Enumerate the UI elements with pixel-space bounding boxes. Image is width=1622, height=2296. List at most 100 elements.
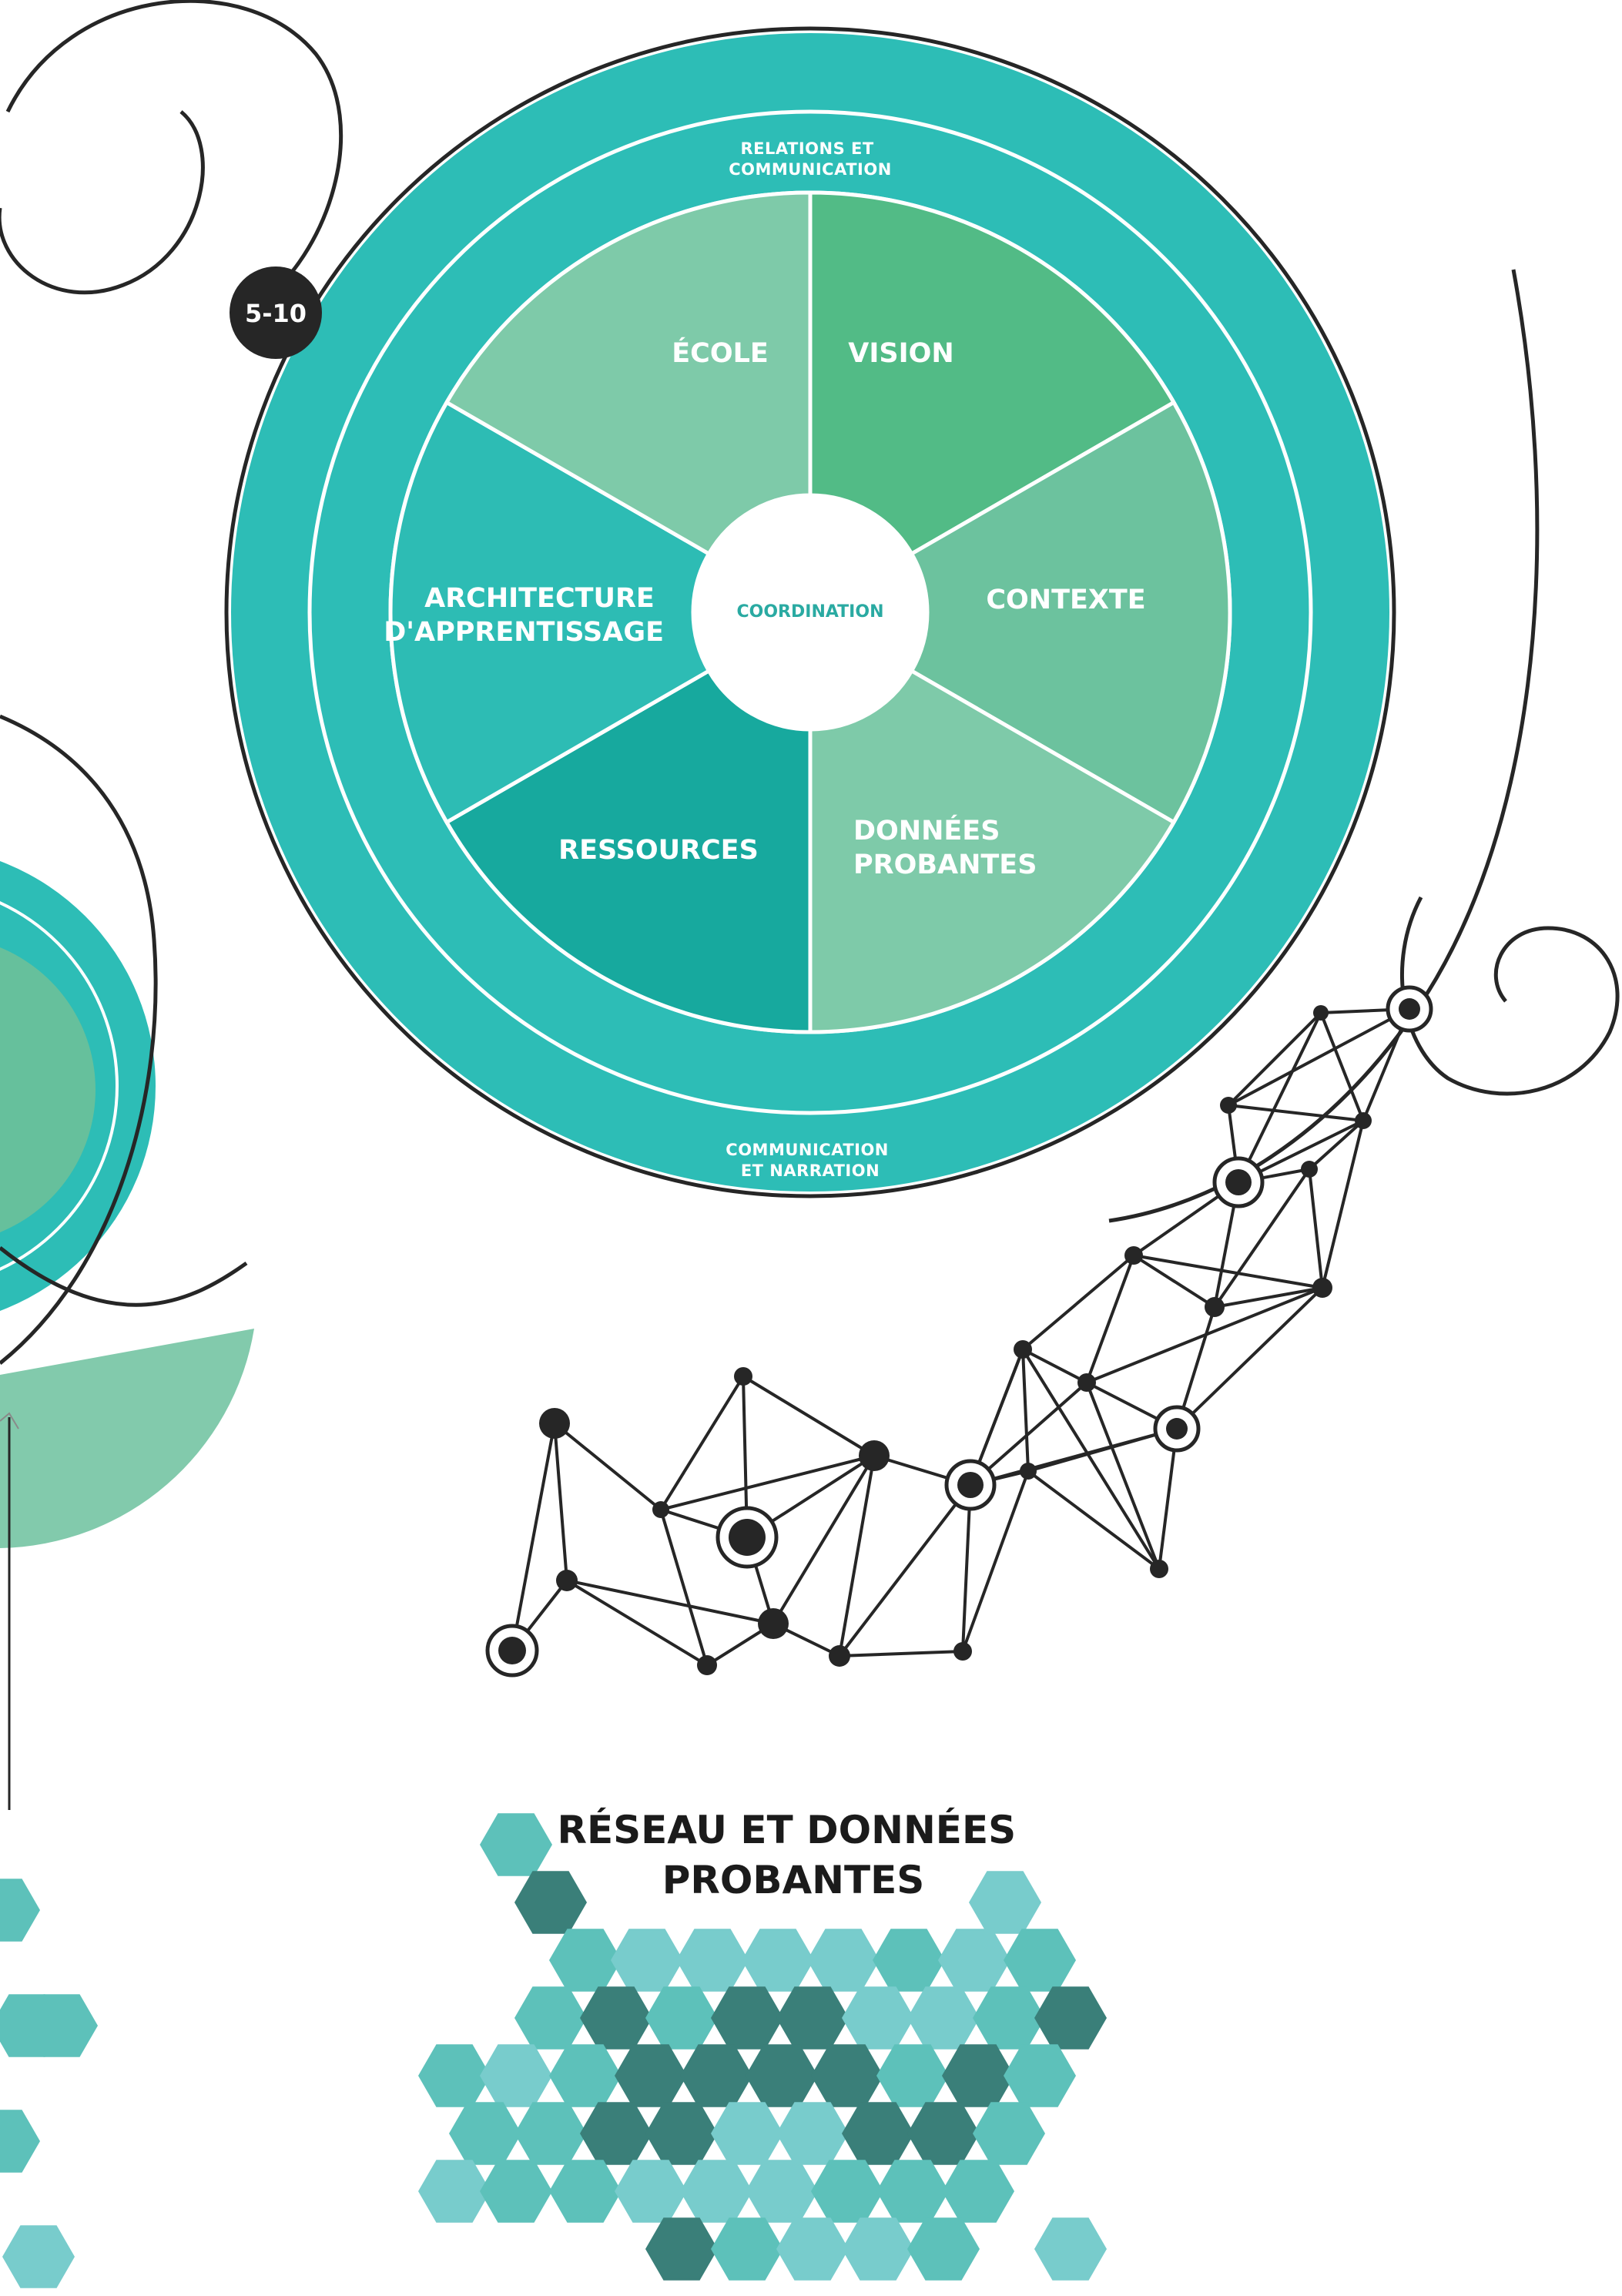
honeycomb-cell [973,2102,1045,2165]
badge-label: 5-10 [245,299,307,328]
honeycomb-cell [842,2102,914,2165]
honeycomb-cell [676,1929,749,1992]
honeycomb-cell [842,2217,914,2281]
network-node [734,1367,752,1386]
network-edge [553,1423,568,1581]
network-edge [511,1423,556,1651]
hub-label: COORDINATION [737,602,884,622]
honeycomb-cell [580,2102,652,2165]
network-edge [1227,1011,1322,1107]
network-edge [659,1509,709,1666]
outer-top-line-1: RELATIONS ET [740,139,873,158]
left-lower-swirl [0,1246,248,1307]
right-curl [1400,896,1620,1096]
network-node [1313,1005,1329,1021]
honeycomb-cell [969,1871,1041,1934]
honeycomb-cell [742,1929,814,1992]
honeycomb-cell [480,2044,552,2107]
network-edge [1133,1254,1323,1289]
segment-label-architecture: ARCHITECTURE D'APPRENTISSAGE [384,583,664,648]
network-node [729,1519,766,1556]
left-partial-wheel [0,714,254,1810]
top-left-swirl [0,110,205,295]
left-wedge [0,1329,254,1548]
honeycomb-cell [615,2160,687,2223]
honeycomb-cell [973,1986,1045,2050]
outer-top-label: RELATIONS ET COMMUNICATION [729,139,892,179]
network-edge [969,1381,1088,1487]
network-edge [1132,1254,1216,1309]
ring-divider-outer [307,109,1313,1115]
network-title-line-1: RÉSEAU ET DONNÉES [557,1807,1016,1852]
honeycomb-cell [942,2044,1014,2107]
honeycomb-cell [615,2044,687,2107]
honeycomb-cell [645,2102,718,2165]
honeycomb-cell [1004,1929,1076,1992]
network-edge [1308,1168,1324,1289]
honeycomb-cell [873,1929,945,1992]
left-inner-segment [0,947,96,1232]
honeycomb-cell [1034,2217,1107,2281]
network-edge [1228,1007,1410,1107]
honeycomb-cell [645,2217,718,2281]
honeycomb-cell [0,2110,40,2173]
network-edge [961,1484,972,1652]
honeycomb-cell [680,2160,752,2223]
network-edge [1085,1255,1135,1383]
network-edge [659,1375,745,1511]
network-node [1399,998,1420,1020]
network-edge [1021,1349,1030,1472]
network-title-line-2: PROBANTES [662,1858,925,1902]
network-edge [1237,1012,1322,1183]
honeycomb-cell [418,2044,491,2107]
wheel-outline [224,26,1396,1198]
network-graph [485,985,1433,1678]
network-node [1225,1169,1252,1195]
segment-donnees-line-2: PROBANTES [853,850,1037,880]
network-edge [839,1650,963,1657]
honeycomb-cell [811,2160,883,2223]
network-node [1166,1418,1188,1440]
network-edge [961,1470,1030,1652]
honeycomb-cell [811,2044,883,2107]
segment-label-vision: VISION [848,338,953,369]
age-badge: 5-10 [230,266,322,359]
network-node [859,1440,890,1471]
network-node [829,1645,850,1667]
network-edge [553,1422,662,1511]
network-node [957,1472,984,1498]
honeycomb-cell [549,2160,622,2223]
network-edge [1158,1428,1178,1570]
honeycomb-cell [680,2044,752,2107]
network-edge [1228,1104,1364,1122]
honeycomb-cell [25,1994,98,2057]
network-edge [1214,1286,1323,1309]
top-arc-swirl [5,0,344,310]
outer-top-line-2: COMMUNICATION [729,160,892,179]
honeycomb-cell [480,2160,552,2223]
network-node [1355,1112,1372,1129]
honeycomb-cell [711,1986,783,2050]
network-edge [772,1454,876,1625]
honeycomb-cell [807,1929,880,1992]
network-edge [565,1579,709,1667]
segment-label-contexte: CONTEXTE [986,585,1145,615]
network-node [498,1637,526,1664]
honeycomb-cell [907,1986,980,2050]
network-node [1014,1340,1032,1359]
network-edge [1213,1168,1311,1309]
honeycomb-cell [876,2160,949,2223]
network-edge [1022,1348,1087,1384]
wheel-segments [388,190,1232,1034]
segment-label-ecole: ÉCOLE [672,337,769,369]
honeycomb-cell [1004,2044,1076,2107]
network-node [953,1642,972,1661]
honeycomb-cell [645,1986,718,2050]
network-node [1020,1463,1037,1480]
network-node [1077,1373,1096,1392]
network-node [1312,1278,1332,1298]
network-edge [1175,1286,1324,1430]
network-node [1150,1560,1168,1578]
honeycomb-cell [776,2217,849,2281]
